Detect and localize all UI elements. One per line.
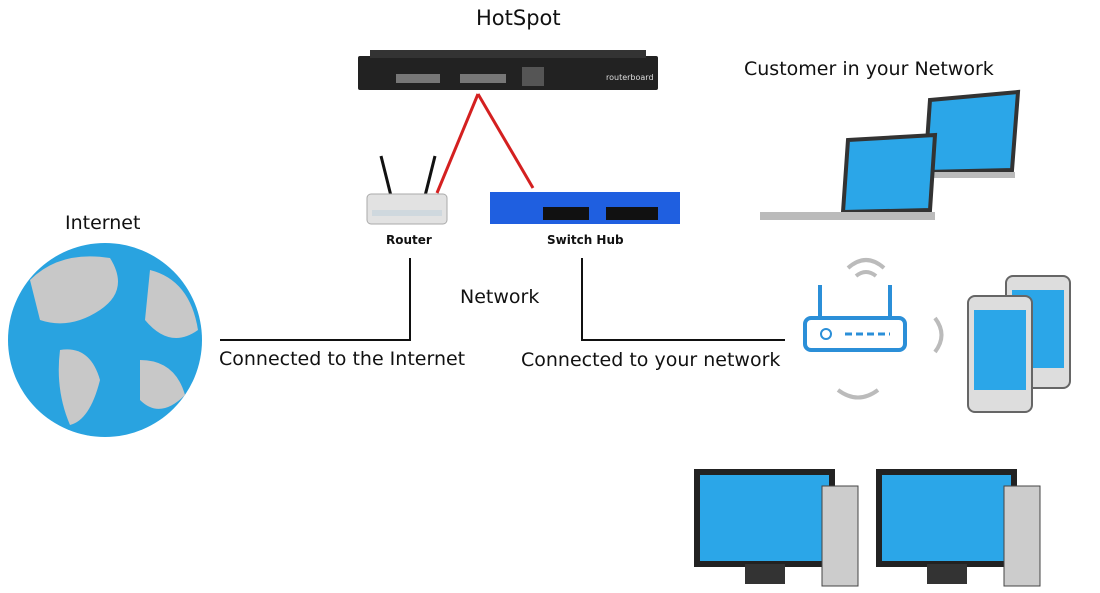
globe-icon: [8, 243, 202, 437]
network-connection-line: [581, 258, 785, 341]
connected-internet-label: Connected to the Internet: [219, 348, 466, 370]
hotspot-routerboard-device: routerboard: [358, 50, 658, 90]
network-label: Network: [460, 286, 540, 308]
svg-text:routerboard: routerboard: [606, 73, 654, 82]
switch-hub-label: Switch Hub: [547, 233, 624, 247]
cable-to-router: [435, 93, 480, 194]
customers-label: Customer in your Network: [744, 58, 994, 80]
switch-hub-icon: [490, 192, 680, 224]
connected-network-label: Connected to your network: [521, 349, 781, 371]
desktop-computer-icons: [694, 469, 1041, 587]
internet-connection-line: [220, 258, 411, 341]
smartphone-icons: [967, 275, 1071, 413]
wifi-router-icon: [803, 258, 944, 400]
diagram-title: HotSpot: [476, 6, 561, 30]
laptop-icons: [760, 89, 1021, 220]
router-icon: [366, 155, 448, 225]
router-label: Router: [386, 233, 432, 247]
internet-label: Internet: [65, 212, 141, 234]
cable-to-switch: [476, 93, 535, 189]
